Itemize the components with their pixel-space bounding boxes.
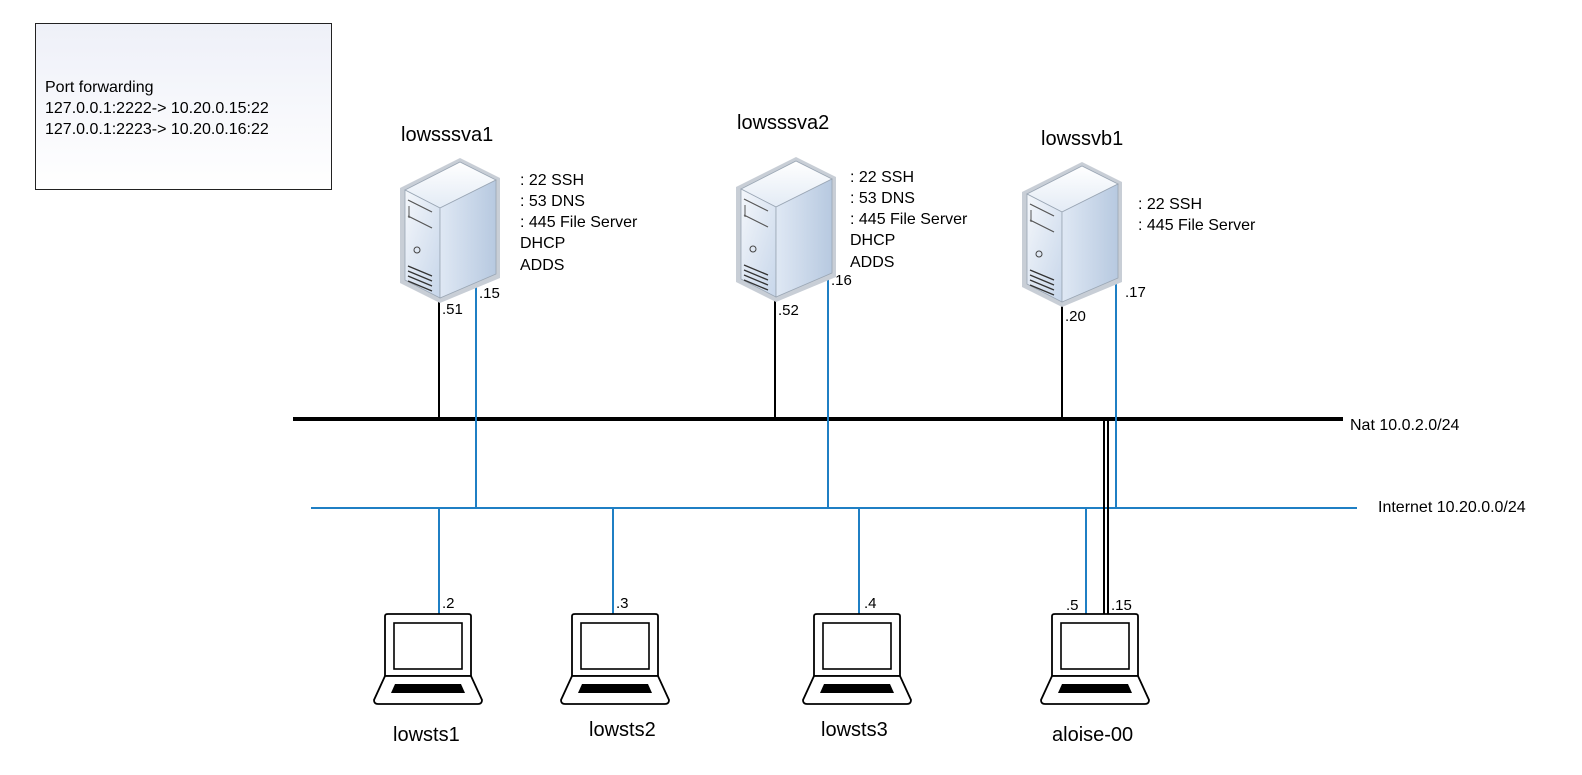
client-aloise-00: .5 .15 aloise-00 [1040,597,1150,746]
laptop-icon [560,613,670,705]
client-nat-ip: .15 [1111,597,1132,614]
port-forwarding-title: Port forwarding [45,79,154,96]
client-lowsts1: .2 lowsts1 [373,595,483,746]
server-nat-ip: .52 [778,302,799,319]
server-nat-ip: .20 [1065,308,1086,325]
client-ip: .4 [864,595,877,612]
client-name: lowsts1 [393,724,460,746]
laptop-icon [802,613,912,705]
server-service: ADDS [850,254,894,271]
client-name: aloise-00 [1052,724,1133,746]
port-forwarding-text: Port forwarding 127.0.0.1:2222-> 10.20.0… [45,77,269,140]
server-icon [1021,161,1123,308]
client-lowsts3: .4 lowsts3 [802,595,912,741]
laptop-icon [373,613,483,705]
server-service: : 445 File Server [520,214,638,231]
server-internet-ip: .16 [831,272,852,289]
nat-network-label: Nat 10.0.2.0/24 [1350,417,1460,434]
server-service: : 22 SSH [520,172,584,189]
laptop-icon [1040,613,1150,705]
client-name: lowsts3 [821,719,888,741]
server-service: : 53 DNS [520,193,585,210]
server-service: : 22 SSH [1138,196,1202,213]
server-lowssvb1: lowssvb1 : 22 SSH : 445 File Server .20 … [1021,128,1256,325]
server-service: : 22 SSH [850,169,914,186]
port-forwarding-rule-1: 127.0.0.1:2222-> 10.20.0.15:22 [45,100,269,117]
server-lowsssva1: lowsssva1 : 22 SSH : 53 DNS : 445 File S… [399,124,638,318]
server-lowsssva2: lowsssva2 : 22 SSH : 53 DNS : 445 File S… [735,112,968,319]
server-service: ADDS [520,257,564,274]
server-internet-ip: .17 [1125,284,1146,301]
client-lowsts2: .3 lowsts2 [560,595,670,741]
server-icon [735,156,837,303]
server-service: : 53 DNS [850,190,915,207]
server-nat-ip: .51 [442,301,463,318]
server-name: lowsssva1 [401,124,493,146]
server-service: : 445 File Server [850,211,968,228]
internet-network-label: Internet 10.20.0.0/24 [1378,499,1526,516]
server-name: lowssvb1 [1041,128,1123,150]
port-forwarding-box: Port forwarding 127.0.0.1:2222-> 10.20.0… [35,23,332,190]
server-internet-ip: .15 [479,285,500,302]
server-service: : 445 File Server [1138,217,1256,234]
client-ip: .3 [616,595,629,612]
server-icon [399,157,501,304]
server-service: DHCP [850,232,895,249]
client-ip: .5 [1066,597,1079,614]
server-service: DHCP [520,235,565,252]
client-ip: .2 [442,595,455,612]
port-forwarding-rule-2: 127.0.0.1:2223-> 10.20.0.16:22 [45,121,269,138]
client-name: lowsts2 [589,719,656,741]
server-name: lowsssva2 [737,112,829,134]
